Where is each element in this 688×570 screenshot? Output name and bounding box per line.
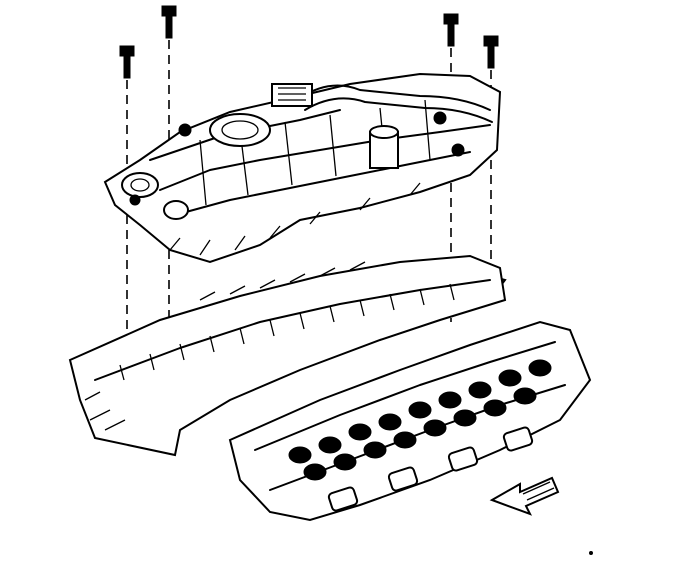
bolt-icon [161, 5, 177, 39]
bolt-icon [119, 45, 135, 79]
speck [589, 551, 593, 555]
bolt-icon [483, 35, 499, 69]
cylinder-head-icon [228, 320, 592, 522]
valve-springs [288, 359, 552, 481]
cylinder-head-icon [68, 254, 507, 457]
bolt-icon [443, 13, 459, 47]
intake-manifold-icon [103, 72, 502, 264]
direction-arrow-icon [489, 476, 560, 516]
